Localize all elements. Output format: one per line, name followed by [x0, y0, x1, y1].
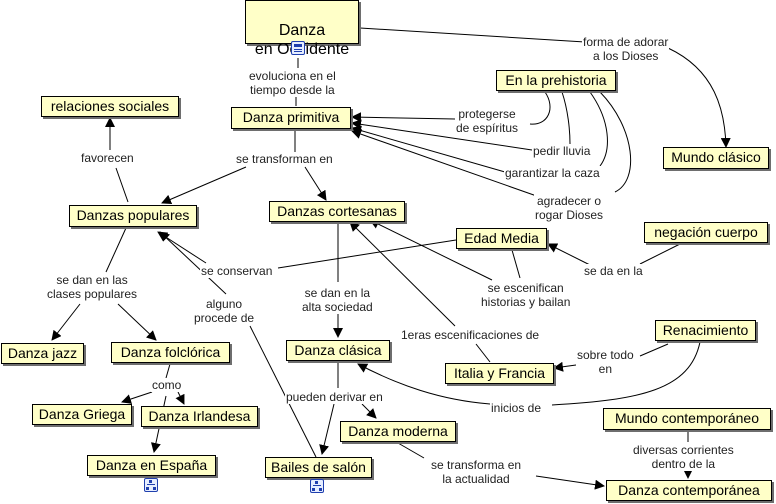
edge-primeras-cortesanas: [349, 221, 456, 327]
link-label-agradecer: agradecer o rogar Dioses: [534, 194, 605, 222]
edge-derivar-moderna: [361, 403, 377, 419]
concept-renacimiento[interactable]: Renacimiento: [655, 320, 756, 341]
edge-como-irlandesa: [175, 391, 185, 405]
link-label-evoluciona: evoluciona en el tiempo desde la: [248, 69, 337, 97]
link-label-inicios: inicios de: [490, 401, 543, 415]
link-label-derivar: pueden derivar en: [285, 390, 384, 404]
edge-adorar-clasico: [667, 47, 731, 148]
link-label-clases: se dan en las clases populares: [46, 273, 139, 301]
concept-danzas-cortesanas[interactable]: Danzas cortesanas: [269, 201, 405, 222]
link-label-alta: se dan en la alta sociedad: [301, 286, 374, 314]
link-label-pedir: pedir lluvia: [532, 144, 592, 158]
document-icon[interactable]: [291, 41, 305, 55]
concept-danza-primitiva[interactable]: Danza primitiva: [231, 107, 351, 129]
concept-danza-espana[interactable]: Danza en España: [87, 455, 216, 476]
concept-relaciones-sociales[interactable]: relaciones sociales: [41, 96, 179, 117]
edge-pedir-primitiva: [351, 119, 533, 151]
edge-como-griega: [121, 391, 153, 404]
concept-danza-moderna[interactable]: Danza moderna: [340, 421, 456, 442]
submap-icon[interactable]: [144, 478, 158, 492]
concept-danza-irlandesa[interactable]: Danza Irlandesa: [141, 406, 258, 427]
submap-icon[interactable]: [310, 479, 324, 493]
edge-transforman-populares: [161, 166, 247, 205]
concept-italia-francia[interactable]: Italia y Francia: [445, 363, 554, 384]
edge-escenifican-cortesanas: [369, 219, 493, 281]
edge-moderna-actualidad: [397, 442, 425, 459]
edge-populares-clases: [105, 227, 127, 273]
edge-alguno-populares: [159, 231, 227, 295]
edge-edadmedia-escenifican: [511, 249, 521, 279]
edge-prehistoria-garantizar: [589, 91, 608, 167]
edge-prehistoria-agradecer: [599, 91, 632, 193]
concept-danza-occidente[interactable]: Danza en Occidente: [245, 0, 359, 58]
edge-renacimiento-sobre: [639, 343, 669, 357]
link-label-favorecen: favorecen: [80, 151, 135, 165]
link-label-sobre: sobre todo en: [576, 348, 635, 376]
concept-danzas-populares[interactable]: Danzas populares: [69, 205, 197, 227]
link-label-transforman: se transforman en: [235, 152, 334, 166]
link-label-escenifican: se escenifican historias y bailan: [480, 281, 572, 309]
link-label-protegerse: protegerse de espíritus: [455, 107, 520, 135]
edge-clases-jazz: [51, 303, 81, 341]
edge-clases-folclorica: [117, 303, 157, 341]
link-label-corrientes: diversas corrientes dentro de la: [632, 443, 735, 471]
concept-danza-folclorica[interactable]: Danza folclórica: [111, 342, 230, 363]
concept-danza-griega[interactable]: Danza Griega: [32, 404, 132, 425]
edge-derivar-bailes: [319, 403, 335, 455]
concept-negacion-cuerpo[interactable]: negación cuerpo: [644, 222, 768, 243]
concept-bailes-salon[interactable]: Bailes de salón: [265, 457, 372, 478]
concept-danza-clasica[interactable]: Danza clásica: [286, 340, 390, 361]
link-label-primeras: 1eras escenificaciones de: [400, 328, 541, 342]
concept-edad-media[interactable]: Edad Media: [456, 228, 547, 249]
link-label-actualidad: se transforma en la actualidad: [430, 458, 523, 486]
concept-mundo-clasico[interactable]: Mundo clásico: [663, 147, 769, 169]
edge-seda-edadmedia: [547, 243, 593, 267]
concept-danza-contemporanea[interactable]: Danza contemporánea: [606, 480, 772, 501]
edge-populares-favorecen: [115, 167, 129, 203]
edge-prehistoria-pedir: [561, 91, 571, 145]
edge-edadmedia-conservan: [277, 239, 457, 269]
edge-occidente-adorar: [359, 27, 586, 43]
edge-transforman-cortesanas: [304, 166, 327, 201]
link-label-conservan: se conservan: [200, 264, 274, 278]
concept-mundo-contemporaneo[interactable]: Mundo contemporáneo: [603, 408, 771, 430]
edge-negacion-seda: [639, 243, 681, 265]
edge-folclorica-como: [165, 363, 171, 379]
link-label-alguno: alguno procede de: [193, 297, 256, 325]
edge-bailes-alguno: [249, 325, 317, 458]
link-label-como: como: [151, 378, 183, 392]
edge-italia-primeras: [475, 343, 491, 363]
link-label-adorar: forma de adorar a los Dioses: [582, 35, 670, 63]
concept-danza-jazz[interactable]: Danza jazz: [1, 343, 84, 364]
concept-prehistoria[interactable]: En la prehistoria: [496, 70, 616, 91]
edge-sobre-italia: [553, 361, 577, 372]
edge-protegerse-primitiva: [351, 112, 456, 123]
link-label-se-da: se da en la: [583, 264, 644, 278]
link-label-garantizar: garantizar la caza: [504, 166, 601, 180]
edge-renacimiento-inicios: [551, 341, 701, 406]
edge-actualidad-contemporanea: [535, 475, 605, 490]
edge-agradecer-primitiva: [351, 129, 549, 201]
edge-inicios-clasica: [357, 363, 491, 405]
edge-prehistoria-protegerse: [529, 91, 551, 125]
edge-garantizar-primitiva: [351, 125, 506, 173]
